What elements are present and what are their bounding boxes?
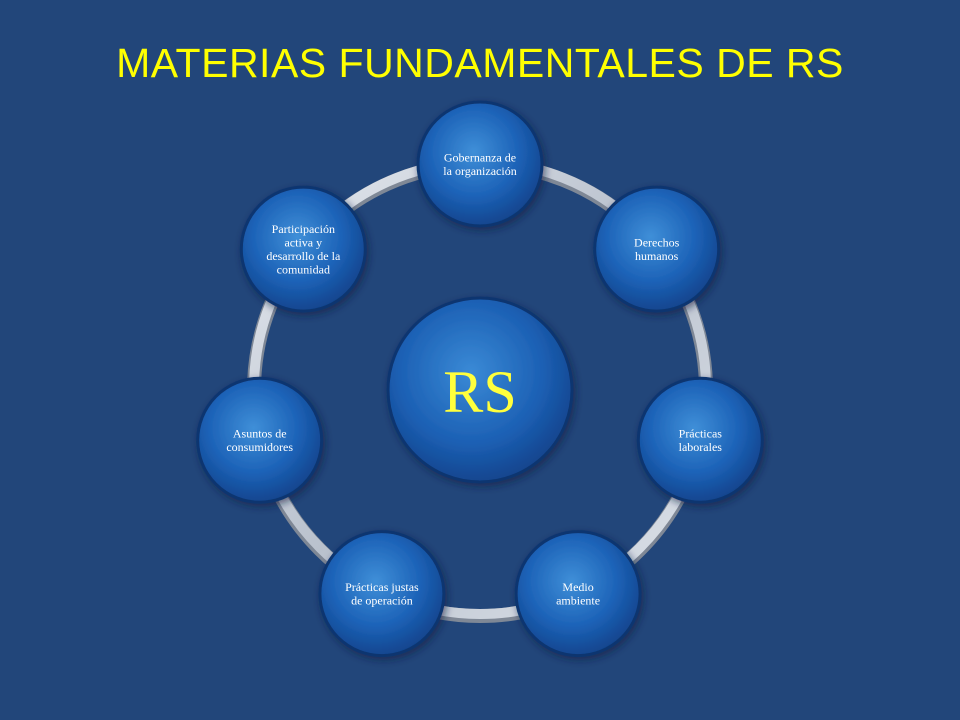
node-circle [514, 530, 642, 658]
node-label-line: desarrollo de la [266, 249, 341, 263]
node-label-line: Prácticas [679, 427, 723, 441]
center-node: RS [386, 296, 574, 484]
node-label-line: ambiente [556, 593, 600, 607]
center-label: RS [443, 359, 516, 425]
node-circle [636, 376, 764, 504]
slide-title: MATERIAS FUNDAMENTALES DE RS [116, 40, 844, 86]
node-circle [593, 185, 721, 313]
node-label-line: la organización [443, 164, 516, 178]
node-label-line: Medio [562, 580, 593, 594]
node-label-line: laborales [679, 440, 723, 454]
node-label-line: Derechos [634, 235, 680, 249]
node-label-line: de operación [351, 593, 413, 607]
node-label-line: Prácticas justas [345, 580, 419, 594]
node-label-line: consumidores [226, 440, 293, 454]
node-label-line: Asuntos de [233, 427, 287, 441]
node-label-line: Gobernanza de [444, 150, 516, 164]
node-circle [318, 530, 446, 658]
node-circle [196, 376, 324, 504]
node-label-line: activa y [284, 235, 322, 249]
node-label-line: humanos [635, 249, 679, 263]
node-circle [416, 100, 544, 228]
node-label-line: Participación [272, 222, 335, 236]
node-circle [239, 185, 367, 313]
node-label-line: comunidad [277, 262, 330, 276]
